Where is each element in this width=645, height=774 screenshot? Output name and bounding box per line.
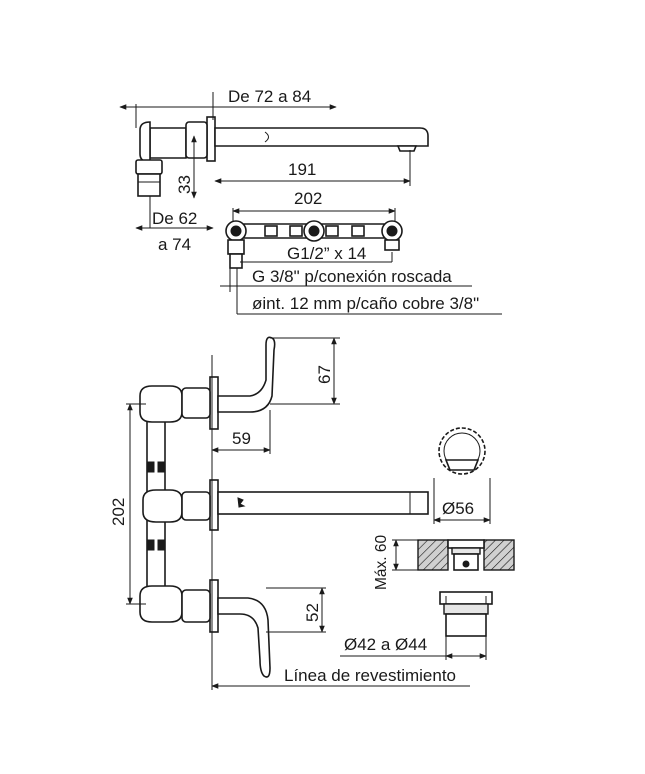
top-side-view	[135, 116, 429, 197]
dim-de-72-84: De 72 a 84	[228, 87, 311, 106]
label-g38-connection: G 3/8" p/conexión roscada	[252, 267, 452, 286]
dim-a-74: a 74	[158, 235, 191, 254]
dim-33: 33	[175, 175, 194, 194]
dim-56: Ø56	[442, 499, 474, 518]
dim-42-44: Ø42 a Ø44	[344, 635, 427, 654]
mounting-frame: 202 G1/2” x 14 G 3/8" p/conexión roscada…	[220, 189, 502, 315]
dim-de-62: De 62	[152, 209, 197, 228]
label-copper-pipe: øint. 12 mm p/caño cobre 3/8"	[252, 294, 479, 313]
dim-67: 67	[315, 365, 334, 384]
dim-g12-14: G1/2” x 14	[287, 244, 366, 263]
label-coating-line: Línea de revestimiento	[284, 666, 456, 685]
assembly-view: 67 59 202 52 Línea de revestimiento	[109, 336, 470, 690]
wall-section-view: Máx. 60 Ø42 a Ø44	[340, 534, 515, 660]
dim-202-side: 202	[109, 498, 128, 526]
dim-max-60: Máx. 60	[373, 534, 390, 590]
escutcheon-top-view: Ø56	[433, 427, 491, 524]
dim-59: 59	[232, 429, 251, 448]
dim-52: 52	[303, 603, 322, 622]
dim-202-top: 202	[294, 189, 322, 208]
top-dimensions: De 72 a 84 191 33 De 62 a 74	[119, 87, 411, 254]
dim-191: 191	[288, 160, 316, 179]
